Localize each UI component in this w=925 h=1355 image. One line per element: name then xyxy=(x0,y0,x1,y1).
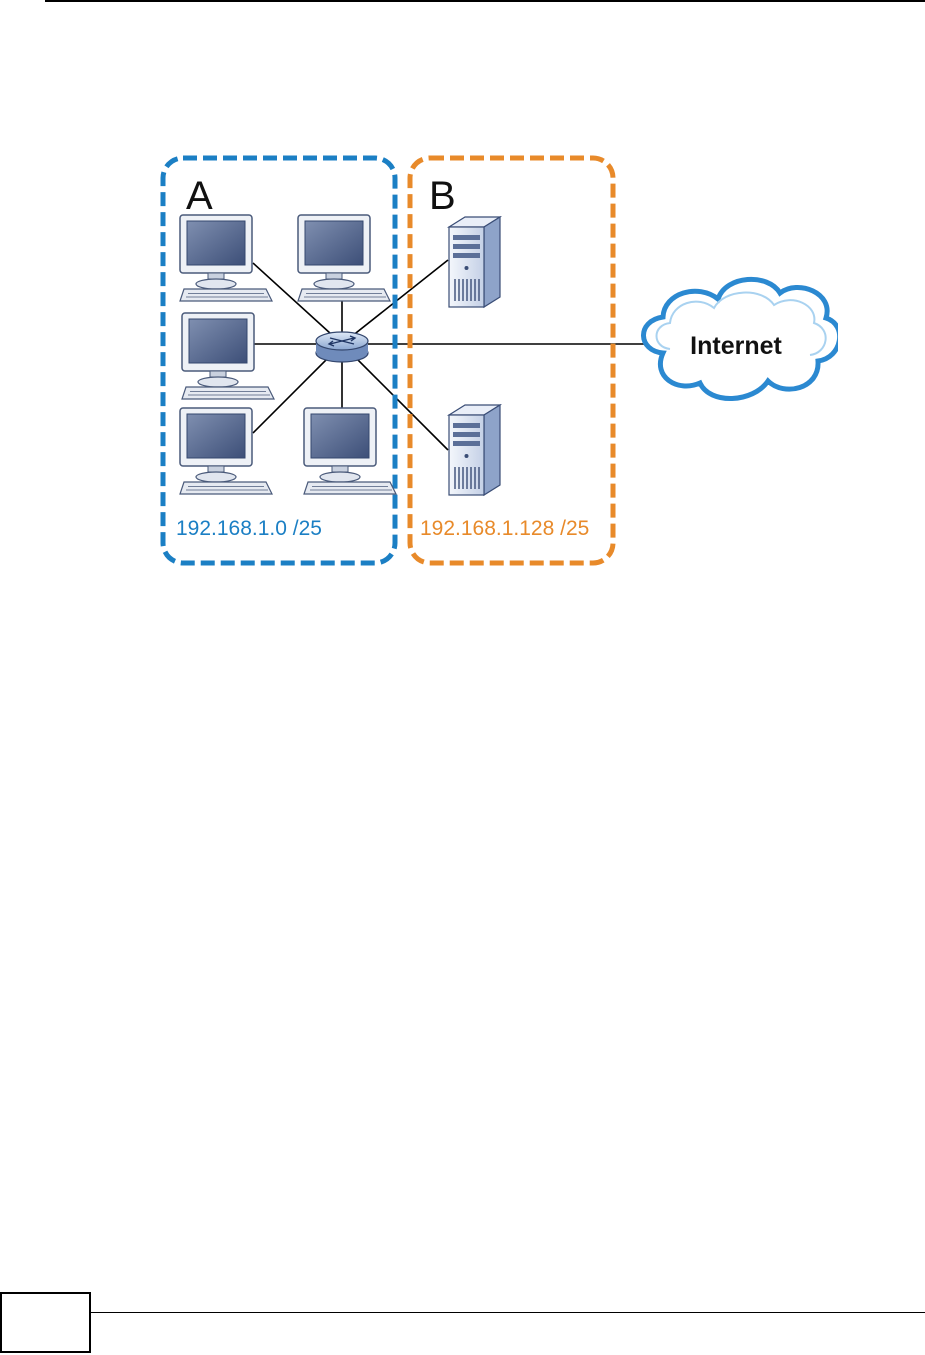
computer-icon xyxy=(180,408,272,494)
zone-a-letter: A xyxy=(186,174,213,218)
computer-icon xyxy=(180,215,272,301)
internet-label: Internet xyxy=(690,332,782,360)
zone-b-letter: B xyxy=(429,174,456,218)
server-icon xyxy=(449,217,500,307)
zone-a-subnet: 192.168.1.0 /25 xyxy=(176,517,322,540)
switch-icon xyxy=(316,332,368,362)
page-number-box xyxy=(0,1292,91,1353)
zone-b-boundary xyxy=(410,158,613,563)
computer-icon xyxy=(304,408,396,494)
zone-b-subnet: 192.168.1.128 /25 xyxy=(420,517,589,540)
footer-rule xyxy=(91,1312,925,1313)
computer-icon xyxy=(298,215,390,301)
computer-icon xyxy=(182,313,274,399)
server-icon xyxy=(449,405,500,495)
network-diagram: A 192.168.1.0 /25 B 192.168.1.128 /25 xyxy=(158,153,838,573)
header-rule xyxy=(45,0,925,2)
